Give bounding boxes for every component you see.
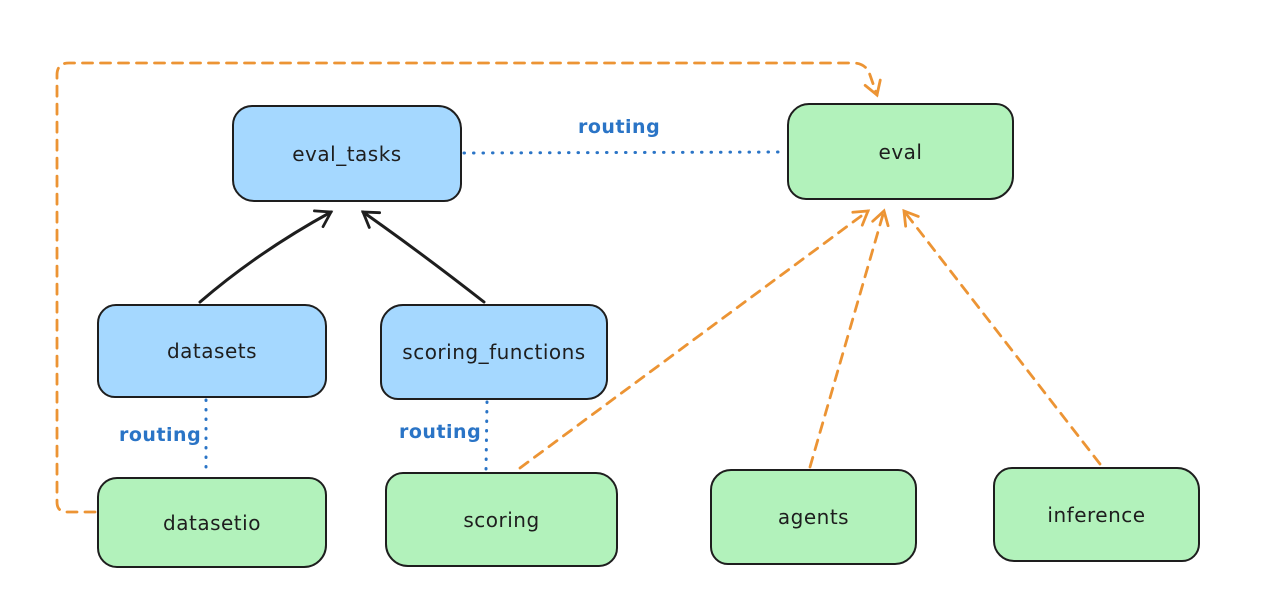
edge-label-routing-eval-tasks-eval: routing [578,116,661,138]
node-inference: inference [993,467,1200,562]
node-scoring-functions: scoring_functions [380,304,608,400]
node-eval: eval [787,103,1014,200]
node-datasets: datasets [97,304,327,398]
node-datasets-label: datasets [166,339,258,363]
edge-inference-to-eval [902,208,1102,466]
edge-scoring_functions-to-scoring-routing [484,400,489,472]
node-agents: agents [710,469,917,565]
node-scoring-functions-label: scoring_functions [402,340,586,364]
edge-eval_tasks-to-eval-routing [462,150,787,155]
node-eval-label: eval [878,139,923,164]
edge-label-routing-scoring-functions-scoring: routing [399,421,482,443]
node-scoring-label: scoring [463,507,540,532]
edge-scoring_functions-to-eval_tasks [360,210,486,304]
edge-label-routing-datasets-datasetio: routing [119,424,202,446]
node-datasetio: datasetio [97,477,327,568]
edge-datasets-to-eval_tasks [198,209,334,304]
edge-scoring-to-eval [518,209,871,470]
node-inference-label: inference [1047,502,1146,527]
node-eval-tasks: eval_tasks [232,105,462,202]
node-eval-tasks-label: eval_tasks [292,141,402,166]
node-datasetio-label: datasetio [163,510,261,535]
node-agents-label: agents [777,505,850,529]
edge-agents-to-eval [808,208,890,469]
edge-datasetio-to-eval [55,61,882,514]
node-scoring: scoring [385,472,618,567]
